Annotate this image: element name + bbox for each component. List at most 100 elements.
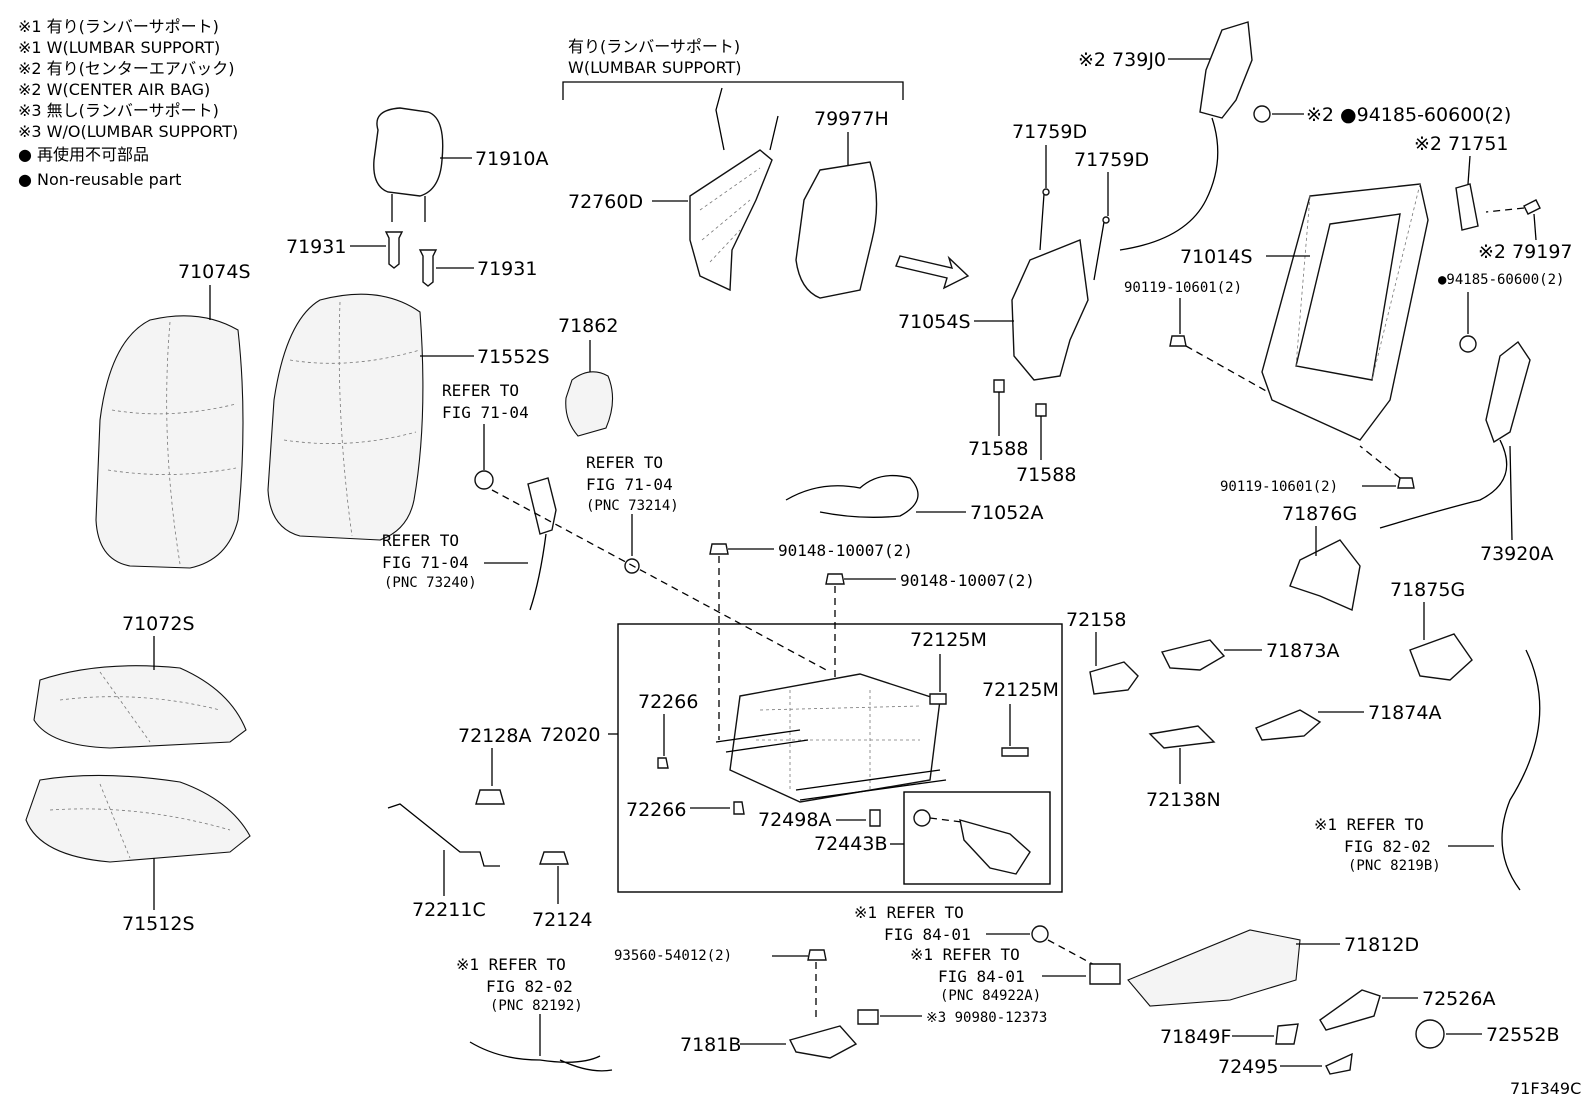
bolt-90119-bottom: [1397, 477, 1415, 489]
label-71074S: 71074S: [178, 261, 251, 283]
label-71552S: 71552S: [477, 346, 550, 368]
label-72266-2: 72266: [626, 799, 686, 821]
lumbar-group-bracket: [562, 81, 904, 100]
motor-sub-box: [903, 791, 1051, 885]
lumbar-group-line1: 有り(ランバーサポート): [568, 37, 740, 56]
bolt-90148-1: [709, 543, 729, 555]
label-72443B: 72443B: [814, 833, 887, 855]
label-90148-10007-1: 90148-10007(2): [778, 541, 913, 560]
ref-84-01-a-line2: FIG 84-01: [884, 925, 971, 944]
label-71874A: 71874A: [1368, 702, 1441, 724]
label-73920A: 73920A: [1480, 543, 1553, 565]
label-71052A: 71052A: [970, 502, 1043, 524]
part-72124-drawing: [539, 851, 569, 865]
note-6: ※3 W/O(LUMBAR SUPPORT): [18, 122, 238, 141]
part-71862-drawing: [565, 371, 614, 437]
part-72128A-drawing: [475, 789, 505, 805]
direction-arrow: [895, 255, 970, 290]
part-71849F-drawing: [1275, 1023, 1299, 1045]
ref-71-04-b-line1: REFER TO: [586, 453, 663, 472]
cushion-pad-drawing: [25, 774, 251, 863]
ref-71-04-b-line3: (PNC 73214): [586, 498, 679, 514]
part-84922A-drawing: [1089, 963, 1121, 985]
motor-drawing: [913, 809, 1031, 875]
label-72266-1: 72266: [638, 691, 698, 713]
label-71873A: 71873A: [1266, 640, 1339, 662]
note-5: ※3 無し(ランバーサポート): [18, 101, 219, 120]
seat-track-group-box: [617, 623, 1063, 893]
label-94185-60600-top: ※2 ●94185-60600(2): [1306, 104, 1511, 126]
label-90980-12373: ※3 90980-12373: [926, 1010, 1047, 1026]
part-72495-drawing: [1325, 1052, 1353, 1075]
grommet-drawing: [474, 470, 494, 490]
knob-72526A-drawing: [1319, 989, 1381, 1031]
label-71862: 71862: [558, 315, 618, 337]
center-airbag-drawing: [1119, 21, 1271, 251]
label-90119-10601-bottom: 90119-10601(2): [1220, 479, 1338, 495]
part-72138N-drawing: [1148, 725, 1216, 749]
ref-71-04-c-line3: (PNC 73240): [384, 575, 477, 591]
bolt-93560: [807, 949, 827, 961]
wire-72211C-drawing: [387, 803, 500, 867]
label-94185-60600-right: ●94185-60600(2): [1438, 272, 1564, 288]
label-71512S: 71512S: [122, 913, 195, 935]
note-2: ※1 W(LUMBAR SUPPORT): [18, 38, 220, 57]
cushion-cover-drawing: [33, 665, 247, 749]
pad-79977H-drawing: [795, 161, 878, 299]
harness-82192-drawing: [469, 1041, 613, 1072]
nut-94185-right: [1459, 335, 1477, 353]
label-71759D-2: 71759D: [1074, 149, 1149, 171]
part-71873A-drawing: [1160, 639, 1226, 671]
bracket-7181B-drawing: [788, 1025, 858, 1059]
knob-72552B-drawing: [1415, 1019, 1445, 1049]
ref-82-02-b-line3: (PNC 82192): [490, 998, 583, 1014]
label-71751: ※2 71751: [1414, 133, 1509, 155]
ref-82-02-a-line2: FIG 82-02: [1344, 837, 1431, 856]
ref-84-01-b-line2: FIG 84-01: [938, 967, 1025, 986]
ref-82-02-b-line1: ※1 REFER TO: [456, 955, 566, 974]
bolt-90148-2: [825, 573, 845, 585]
lumbar-frame-drawing: [689, 87, 779, 292]
note-4: ※2 W(CENTER AIR BAG): [18, 80, 210, 99]
label-71588-1: 71588: [968, 438, 1028, 460]
label-71054S: 71054S: [898, 311, 971, 333]
label-72211C: 72211C: [412, 899, 486, 921]
legend-notes: ※1 有り(ランバーサポート) ※1 W(LUMBAR SUPPORT) ※2 …: [18, 17, 238, 189]
label-72020: 72020: [540, 724, 600, 746]
label-739J0: ※2 739J0: [1078, 49, 1166, 71]
harness-71052A-drawing: [785, 474, 919, 518]
label-72125M-1: 72125M: [910, 629, 987, 651]
note-7: ● 再使用不可部品: [18, 145, 149, 164]
part-72125M-1-drawing: [929, 693, 947, 705]
seatback-frame-drawing: [1261, 183, 1429, 441]
label-71014S: 71014S: [1180, 246, 1253, 268]
seatback-cover-drawing: [95, 315, 244, 569]
part-72125M-2-drawing: [1001, 747, 1029, 757]
ref-71-04-c-line1: REFER TO: [382, 531, 459, 550]
part-84-01-a-drawing: [1031, 925, 1049, 943]
ref-84-01-a-line1: ※1 REFER TO: [854, 903, 964, 922]
part-71875G-drawing: [1409, 633, 1473, 681]
label-72552B: 72552B: [1486, 1024, 1559, 1046]
lumbar-assy-drawing: [993, 188, 1110, 417]
label-71875G: 71875G: [1390, 579, 1465, 601]
label-72498A: 72498A: [758, 809, 831, 831]
label-72125M-2: 72125M: [982, 679, 1059, 701]
side-shield-71812D-drawing: [1127, 929, 1301, 1007]
label-79977H: 79977H: [814, 108, 889, 130]
part-79197-drawing: [1523, 199, 1541, 215]
lumbar-group-line2: W(LUMBAR SUPPORT): [568, 58, 742, 77]
label-72760D: 72760D: [568, 191, 643, 213]
harness-8219B-drawing: [1501, 649, 1541, 891]
part-72158-drawing: [1089, 661, 1139, 695]
lumbar-group: 有り(ランバーサポート) W(LUMBAR SUPPORT): [562, 37, 904, 100]
part-90980-drawing: [857, 1009, 879, 1025]
label-71931-left: 71931: [286, 236, 346, 258]
label-71759D-1: 71759D: [1012, 121, 1087, 143]
ref-82-02-b-line2: FIG 82-02: [486, 977, 573, 996]
buckle-wire: [529, 533, 547, 611]
label-71812D: 71812D: [1344, 934, 1419, 956]
label-90148-10007-2: 90148-10007(2): [900, 571, 1035, 590]
note-1: ※1 有り(ランバーサポート): [18, 17, 219, 36]
